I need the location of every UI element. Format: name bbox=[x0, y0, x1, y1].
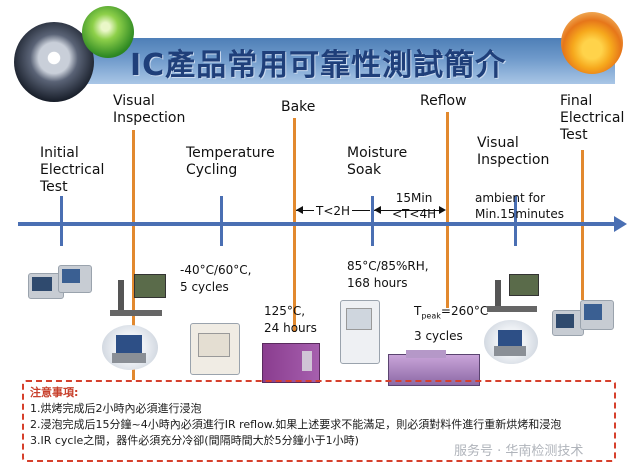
interval-t-lt-2h: T<2H bbox=[314, 203, 353, 219]
condition-temp-line1: -40°C/60°C, bbox=[180, 263, 252, 277]
stage-final-line2: Electrical bbox=[560, 110, 625, 126]
stage-visual-inspection-1: Visual Inspection bbox=[113, 93, 185, 127]
note-item-3: 3.IR cycle之間，器件必須充分冷卻(間隔時間大於5分鐘小于1小時) bbox=[30, 434, 359, 447]
stage-initial-line1: Initial bbox=[40, 145, 79, 161]
timeline-arrowhead-icon bbox=[614, 216, 627, 232]
interval-ambient: ambient for Min.15minutes bbox=[475, 190, 564, 222]
condition-temp-cycling: -40°C/60°C, 5 cycles bbox=[180, 262, 251, 296]
arrow-right-icon bbox=[439, 206, 446, 214]
timeline-arrow bbox=[18, 222, 618, 226]
stage-initial-line2: Electrical bbox=[40, 162, 105, 178]
watermark: 服务号 · 华南检测技术 bbox=[454, 444, 584, 459]
stage-visual2-line2: Inspection bbox=[477, 152, 550, 168]
microscope-icon-2 bbox=[487, 272, 543, 312]
microscope-icon bbox=[108, 270, 168, 320]
notes-heading: 注意事項: bbox=[30, 386, 79, 399]
note-item-1: 1.烘烤完成后2小時內必須進行浸泡 bbox=[30, 402, 202, 415]
title-bar bbox=[40, 38, 615, 84]
stage-reflow-line1: Reflow bbox=[420, 93, 467, 109]
tick-visual2 bbox=[514, 196, 517, 246]
stage-visual1-line2: Inspection bbox=[113, 110, 186, 126]
condition-moisture: 85°C/85%RH, 168 hours bbox=[347, 258, 429, 292]
workstation-icon bbox=[102, 325, 162, 370]
tick-moisture bbox=[371, 196, 374, 246]
stage-final-electrical-test: Final Electrical Test bbox=[560, 93, 624, 144]
stage-temp-line2: Cycling bbox=[186, 162, 238, 178]
condition-reflow: Tpeak=260°C 3 cycles bbox=[414, 303, 488, 345]
stage-line-reflow bbox=[446, 112, 449, 308]
thermal-chamber-icon bbox=[190, 323, 240, 375]
arrow-left-icon bbox=[296, 206, 303, 214]
workstation-icon-2 bbox=[484, 320, 540, 364]
humidity-chamber-icon bbox=[340, 300, 380, 364]
interval-ambient-line1: ambient for bbox=[475, 191, 546, 205]
stage-temperature-cycling: Temperature Cycling bbox=[186, 145, 275, 179]
interval-15min-line1: 15Min bbox=[395, 191, 433, 205]
page-title: IC產品常用可靠性測試簡介 bbox=[130, 48, 507, 83]
interval-line-moisture-reflow bbox=[374, 210, 444, 211]
oven-icon bbox=[262, 343, 320, 383]
oscilloscope-icon bbox=[28, 265, 92, 307]
condition-bake-line1: 125°C, bbox=[264, 304, 306, 318]
stage-bake: Bake bbox=[281, 99, 315, 116]
stage-initial-electrical-test: Initial Electrical Test bbox=[40, 145, 104, 196]
reflow-val: =260°C bbox=[440, 304, 489, 318]
condition-moisture-line2: 168 hours bbox=[347, 276, 408, 290]
note-item-2: 2.浸泡完成后15分鐘~4小時內必須進行IR reflow.如果上述要求不能滿足… bbox=[30, 418, 562, 431]
stage-reflow: Reflow bbox=[420, 93, 467, 110]
stage-moisture-line2: Soak bbox=[347, 162, 382, 178]
stage-temp-line1: Temperature bbox=[186, 145, 275, 161]
dandelion-logo-icon bbox=[14, 22, 94, 102]
arrow-left-icon-2 bbox=[374, 206, 381, 214]
condition-moisture-line1: 85°C/85%RH, bbox=[347, 259, 429, 273]
condition-bake: 125°C, 24 hours bbox=[264, 303, 317, 337]
leaf-logo-icon bbox=[82, 6, 134, 58]
oscilloscope-icon-2 bbox=[552, 300, 614, 340]
condition-temp-line2: 5 cycles bbox=[180, 280, 229, 294]
reflow-sub: peak bbox=[421, 311, 441, 321]
tick-initial bbox=[60, 196, 63, 246]
stage-visual-inspection-2: Visual Inspection bbox=[477, 135, 549, 169]
stage-bake-line1: Bake bbox=[281, 99, 316, 115]
tick-temp bbox=[220, 196, 223, 246]
reflow-t: T bbox=[414, 304, 422, 318]
condition-reflow-peak: Tpeak=260°C bbox=[414, 303, 488, 324]
stage-visual2-line1: Visual bbox=[477, 135, 519, 151]
stage-initial-line3: Test bbox=[40, 179, 68, 195]
notes-box bbox=[22, 380, 616, 462]
interval-15min-line2: <T<4H bbox=[392, 207, 437, 221]
stage-visual1-line1: Visual bbox=[113, 93, 155, 109]
stage-line-visual1 bbox=[132, 130, 135, 380]
condition-reflow-cycles: 3 cycles bbox=[414, 329, 463, 344]
interval-15min-4h: 15Min <T<4H bbox=[392, 190, 436, 222]
stage-final-line3: Test bbox=[560, 127, 588, 143]
flower-logo-icon bbox=[561, 12, 623, 74]
stage-moisture-soak: Moisture Soak bbox=[347, 145, 407, 179]
condition-bake-line2: 24 hours bbox=[264, 321, 317, 335]
stage-final-line1: Final bbox=[560, 93, 593, 109]
stage-moisture-line1: Moisture bbox=[347, 145, 408, 161]
interval-ambient-line2: Min.15minutes bbox=[475, 207, 564, 221]
